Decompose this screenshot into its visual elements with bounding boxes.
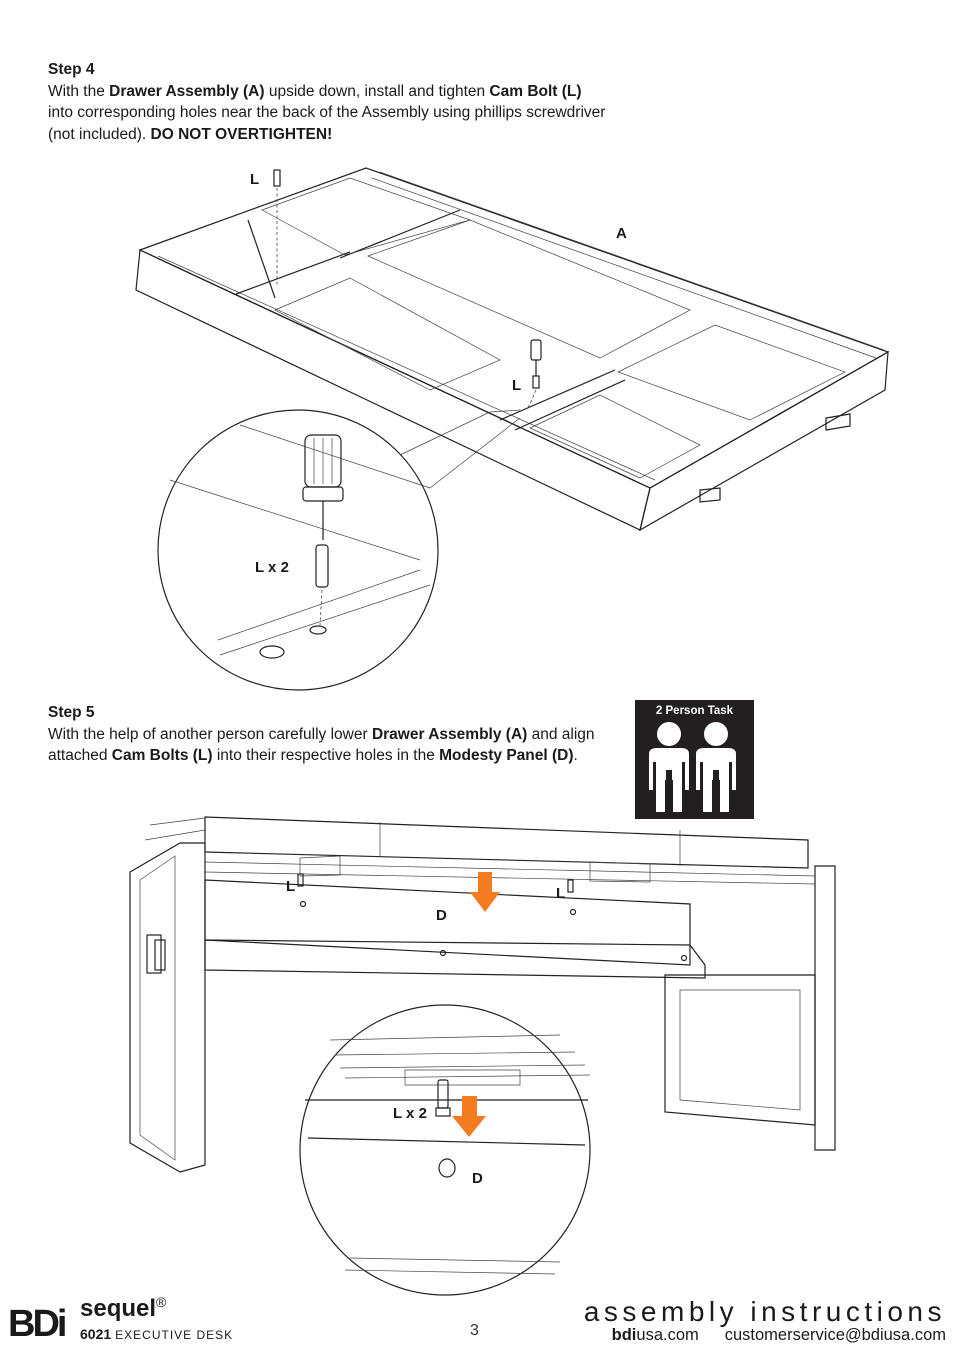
zoom-detail-step5 xyxy=(305,1034,591,1275)
step-4-text: With the Drawer Assembly (A) upside down… xyxy=(48,81,608,146)
drawer-assembly-ref: Drawer Assembly (A) xyxy=(371,725,528,743)
callout-d: D xyxy=(472,1170,483,1187)
brand-name: sequel® xyxy=(80,1294,166,1323)
website-rest: usa.com xyxy=(636,1326,699,1344)
contact-info: bdiusa.com customerservice@bdiusa.com xyxy=(612,1326,946,1345)
email: customerservice@bdiusa.com xyxy=(724,1326,946,1344)
registered-mark: ® xyxy=(156,1294,167,1310)
warning-text: DO NOT OVERTIGHTEN! xyxy=(150,125,333,143)
step-4-text-part: into corresponding holes near the back o… xyxy=(48,104,606,143)
label-l-right: L xyxy=(556,885,565,902)
label-l-mid: L xyxy=(512,377,521,394)
step-5-heading: Step 5 xyxy=(48,704,95,721)
model-name: EXECUTIVE DESK xyxy=(115,1328,234,1342)
page-number: 3 xyxy=(470,1322,479,1339)
model-number: 6021 xyxy=(80,1326,112,1342)
label-a: A xyxy=(616,225,627,242)
callout-l-x2-step5: L x 2 xyxy=(393,1105,427,1122)
step-5-text-part: and align attached xyxy=(48,725,595,765)
label-l-left: L xyxy=(286,878,295,895)
step-5-text-part: With the help of another person carefull… xyxy=(48,725,372,743)
step-4-instructions: Step 4 With the Drawer Assembly (A) upsi… xyxy=(48,59,608,145)
modesty-panel-ref: Modesty Panel (D) xyxy=(439,747,574,764)
label-l-top: L xyxy=(250,171,259,188)
two-person-task-badge: 2 Person Task xyxy=(635,700,754,819)
zoom-detail-step4 xyxy=(169,424,431,659)
callout-l-x2: L x 2 xyxy=(255,559,289,576)
two-person-icon xyxy=(649,722,736,812)
drawer-assembly-diagram: L A L L x 2 xyxy=(135,167,890,691)
bdi-logo-mark: BDi xyxy=(8,1303,68,1342)
step-5-text: With the help of another person carefull… xyxy=(48,724,608,767)
cam-bolts-ref: Cam Bolts (L) xyxy=(111,747,213,764)
step-4-text-part: With the xyxy=(48,82,110,100)
desk-diagram: L L D L x 2 D xyxy=(129,816,836,1296)
step-4-text-part: upside down, install and tighten xyxy=(264,82,490,100)
cam-bolt-ref: Cam Bolt (L) xyxy=(489,82,582,100)
step-4-heading: Step 4 xyxy=(48,61,95,78)
document-title: assembly instructions xyxy=(583,1296,946,1327)
website-bold: bdi xyxy=(611,1326,637,1344)
badge-label: 2 Person Task xyxy=(655,705,734,717)
website: bdiusa.com xyxy=(612,1326,699,1344)
brand-text: sequel xyxy=(80,1295,157,1322)
logo-text: BDi xyxy=(8,1303,65,1342)
step-5-instructions: Step 5 With the help of another person c… xyxy=(48,702,608,767)
down-arrow-icon xyxy=(470,872,500,912)
drawer-assembly-ref: Drawer Assembly (A) xyxy=(109,82,265,100)
step-5-text-part: . xyxy=(573,747,578,764)
label-d: D xyxy=(436,907,447,924)
step-5-text-part: into their respective holes in the xyxy=(212,747,440,764)
